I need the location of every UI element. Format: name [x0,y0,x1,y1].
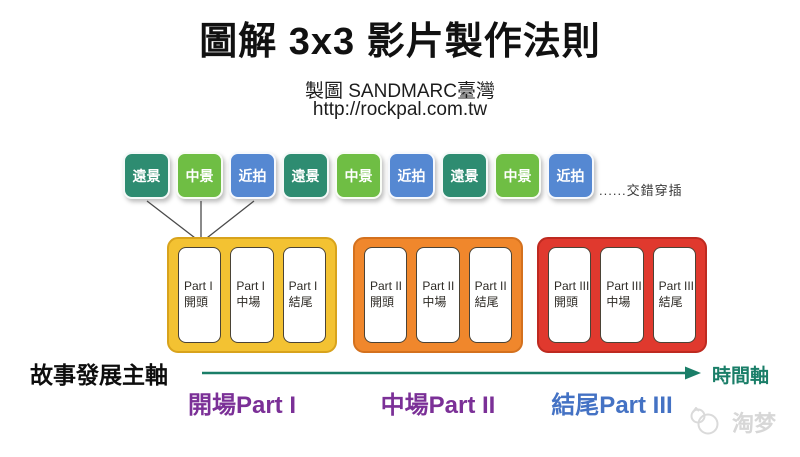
shot-box-far: 遠景 [123,152,170,199]
shot-box-close: 近拍 [229,152,276,199]
card-line1: Part III [658,279,694,294]
card-part3-opening: Part III 開頭 [548,247,592,343]
card-line1: Part I [236,279,266,294]
shot-box-far: 遠景 [441,152,488,199]
card-part2-opening: Part II 開頭 [364,247,408,343]
card-line2: 結尾 [474,295,499,309]
stage-label-part2: 中場Part II [380,392,496,419]
part1-container: Part I 開頭 Part I 中場 Part I 結尾 [167,237,337,353]
card-part1-ending: Part I 結尾 [282,247,326,343]
card-part2-middle: Part II 中場 [416,247,460,343]
shot-box-medium: 中景 [335,152,382,199]
card-line1: Part I [184,279,213,294]
credit-url: http://rockpal.com.tw [312,99,488,120]
shot-box-medium: 中景 [176,152,223,199]
card-line2: 中場 [236,295,261,309]
shot-box-close: 近拍 [388,152,435,199]
page-title: 圖解 3x3 影片製作法則 [199,21,601,63]
card-line2: 結尾 [658,295,683,309]
card-line1: Part II [422,279,455,294]
taomeng-logo-icon [690,407,719,435]
part3-container: Part III 開頭 Part III 中場 Part III 結尾 [537,237,707,353]
card-part1-opening: Part I 開頭 [178,247,222,343]
card-line1: Part II [370,279,403,294]
shot-box-close: 近拍 [547,152,594,199]
card-line1: Part III [606,279,642,294]
story-axis-label: 故事發展主軸 [30,362,168,388]
timeline-arrow [202,366,701,380]
shot-type-row: 遠景 中景 近拍 遠景 中景 近拍 遠景 中景 近拍 [123,152,594,199]
card-line2: 開頭 [184,295,209,309]
card-line2: 中場 [422,295,447,309]
card-part3-ending: Part III 結尾 [652,247,696,343]
shot-box-far: 遠景 [282,152,329,199]
time-axis-label: 時間軸 [712,366,770,387]
card-line1: Part III [554,279,590,294]
right-arrowhead-icon [685,366,701,380]
stage-label-part3: 結尾Part III [551,392,673,419]
interleave-note: ......交錯穿插 [599,183,683,198]
stage-label-part1: 開場Part I [187,392,297,419]
watermark-text: 淘梦 [731,411,776,436]
card-line2: 中場 [606,295,631,309]
part2-container: Part II 開頭 Part II 中場 Part II 結尾 [353,237,523,353]
card-line1: Part I [288,279,318,294]
card-part3-middle: Part III 中場 [600,247,644,343]
card-line1: Part II [474,279,507,294]
card-line2: 開頭 [554,295,579,309]
credit-line: 製圖 SANDMARC臺灣 [304,81,495,102]
watermark: 淘梦 [689,406,776,438]
card-line2: 結尾 [288,295,313,309]
card-part2-ending: Part II 結尾 [468,247,512,343]
card-line2: 開頭 [370,295,395,309]
card-part1-middle: Part I 中場 [230,247,274,343]
shot-box-medium: 中景 [494,152,541,199]
